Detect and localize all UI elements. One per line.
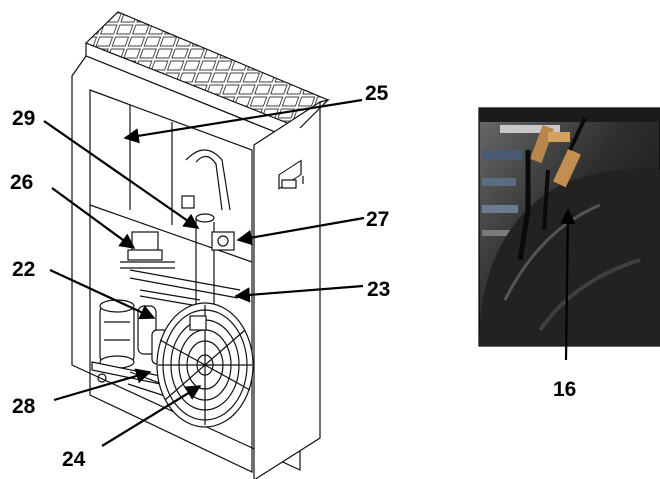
leader-26 (51, 187, 136, 249)
callout-23: 23 (367, 278, 390, 301)
copper-fitting (530, 125, 554, 163)
photo-inset (478, 107, 660, 347)
condenser-fan (156, 302, 254, 428)
callout-16: 16 (553, 378, 576, 401)
leader-24 (101, 385, 202, 447)
right-side-panel (253, 100, 321, 479)
leader-22 (49, 269, 156, 320)
leader-29 (43, 120, 200, 229)
callout-27: 27 (366, 208, 389, 231)
callout-26: 26 (10, 171, 33, 194)
leader-lines (43, 98, 365, 447)
tank-dome (479, 169, 660, 346)
condensing-unit-drawing (71, 11, 330, 479)
callout-24: 24 (62, 448, 86, 471)
callout-29: 29 (12, 107, 35, 130)
leader-25 (123, 98, 363, 144)
callout-25: 25 (365, 82, 389, 105)
leader-16 (560, 208, 576, 361)
callout-28: 28 (12, 395, 36, 418)
leader-23 (234, 284, 364, 303)
leader-28 (53, 368, 152, 402)
callout-22: 22 (12, 258, 35, 281)
compressor (99, 299, 135, 369)
leader-27 (236, 216, 365, 246)
